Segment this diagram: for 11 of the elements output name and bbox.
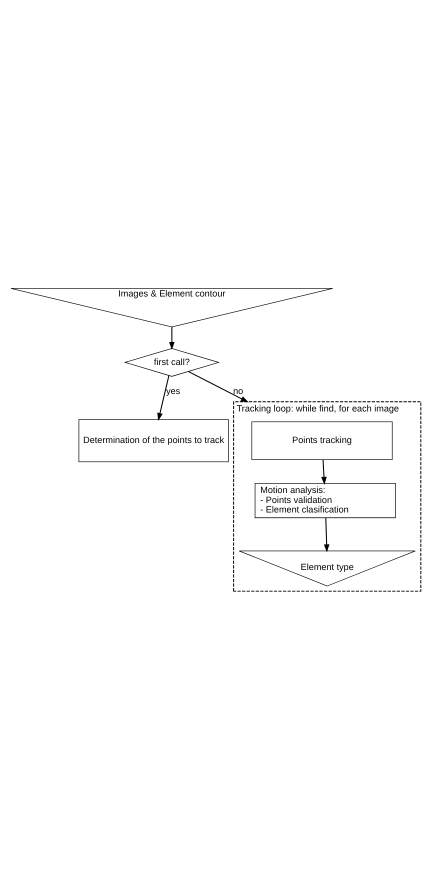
edge-label: no (233, 386, 244, 396)
arrow (324, 518, 330, 552)
arrow (157, 375, 170, 421)
node-box: Determination of the points to track (78, 419, 229, 462)
arrow (321, 460, 327, 485)
arrow (169, 327, 175, 350)
edge-label: yes (166, 386, 180, 396)
node-box: Points tracking (251, 422, 393, 460)
arrow (188, 371, 249, 402)
node-box: Motion analysis: - Points validation - Element clasification (254, 482, 396, 518)
node-diamond: first call? (124, 348, 220, 377)
